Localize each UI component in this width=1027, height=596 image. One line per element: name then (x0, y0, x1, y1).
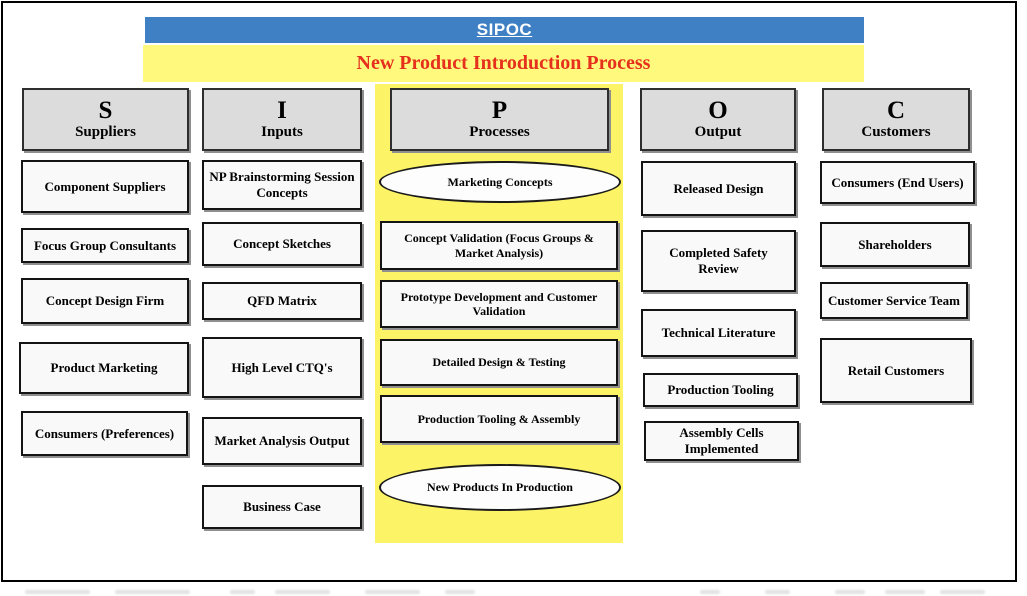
customer-item-customer-service-team: Customer Service Team (820, 282, 968, 319)
output-item-technical-literature: Technical Literature (641, 309, 796, 357)
customer-item-retail-customers: Retail Customers (820, 338, 972, 403)
suppliers-letter: S (98, 97, 113, 125)
process-step-concept-validation: Concept Validation (Focus Groups & Marke… (380, 221, 618, 270)
suppliers-label: Suppliers (75, 124, 136, 141)
inputs-letter: I (277, 97, 287, 125)
output-header: O Output (640, 88, 796, 151)
input-item-market-analysis-output: Market Analysis Output (202, 417, 362, 465)
output-letter: O (708, 97, 728, 125)
supplier-item-concept-design-firm: Concept Design Firm (21, 278, 189, 324)
supplier-item-focus-group-consultants: Focus Group Consultants (21, 228, 189, 263)
bottom-artifacts (0, 588, 1027, 596)
output-label: Output (694, 124, 742, 141)
output-item-completed-safety-review: Completed Safety Review (641, 230, 796, 292)
output-item-released-design: Released Design (641, 161, 796, 216)
inputs-header: I Inputs (202, 88, 362, 151)
supplier-item-product-marketing: Product Marketing (19, 342, 189, 394)
process-end-ellipse-new-products: New Products In Production (379, 464, 621, 511)
processes-label: Processes (469, 124, 530, 141)
output-item-production-tooling: Production Tooling (643, 373, 798, 407)
customer-item-shareholders: Shareholders (820, 222, 970, 267)
process-step-prototype-development: Prototype Development and Customer Valid… (380, 280, 618, 328)
customers-label: Customers (861, 124, 931, 141)
processes-letter: P (491, 97, 508, 125)
suppliers-header: S Suppliers (22, 88, 189, 151)
supplier-item-consumers-preferences: Consumers (Preferences) (21, 411, 188, 456)
input-item-np-brainstorming: NP Brainstorming Session Concepts (202, 160, 362, 210)
input-item-high-level-ctqs: High Level CTQ's (202, 337, 362, 398)
customers-header: C Customers (822, 88, 970, 151)
process-step-detailed-design-testing: Detailed Design & Testing (380, 339, 618, 386)
input-item-concept-sketches: Concept Sketches (202, 222, 362, 266)
supplier-item-component-suppliers: Component Suppliers (21, 160, 189, 213)
customers-letter: C (886, 97, 906, 125)
input-item-business-case: Business Case (202, 485, 362, 529)
process-title: New Product Introduction Process (356, 52, 651, 74)
output-item-assembly-cells-implemented: Assembly Cells Implemented (644, 421, 799, 461)
sipoc-title-banner: SIPOC (145, 17, 864, 43)
process-start-ellipse-marketing-concepts: Marketing Concepts (379, 161, 621, 203)
processes-header: P Processes (390, 88, 609, 151)
customer-item-consumers-end-users: Consumers (End Users) (820, 161, 975, 204)
process-title-banner: New Product Introduction Process (143, 45, 864, 82)
process-step-production-tooling-assembly: Production Tooling & Assembly (380, 395, 618, 443)
inputs-label: Inputs (261, 124, 303, 141)
input-item-qfd-matrix: QFD Matrix (202, 282, 362, 320)
sipoc-title: SIPOC (476, 20, 533, 39)
